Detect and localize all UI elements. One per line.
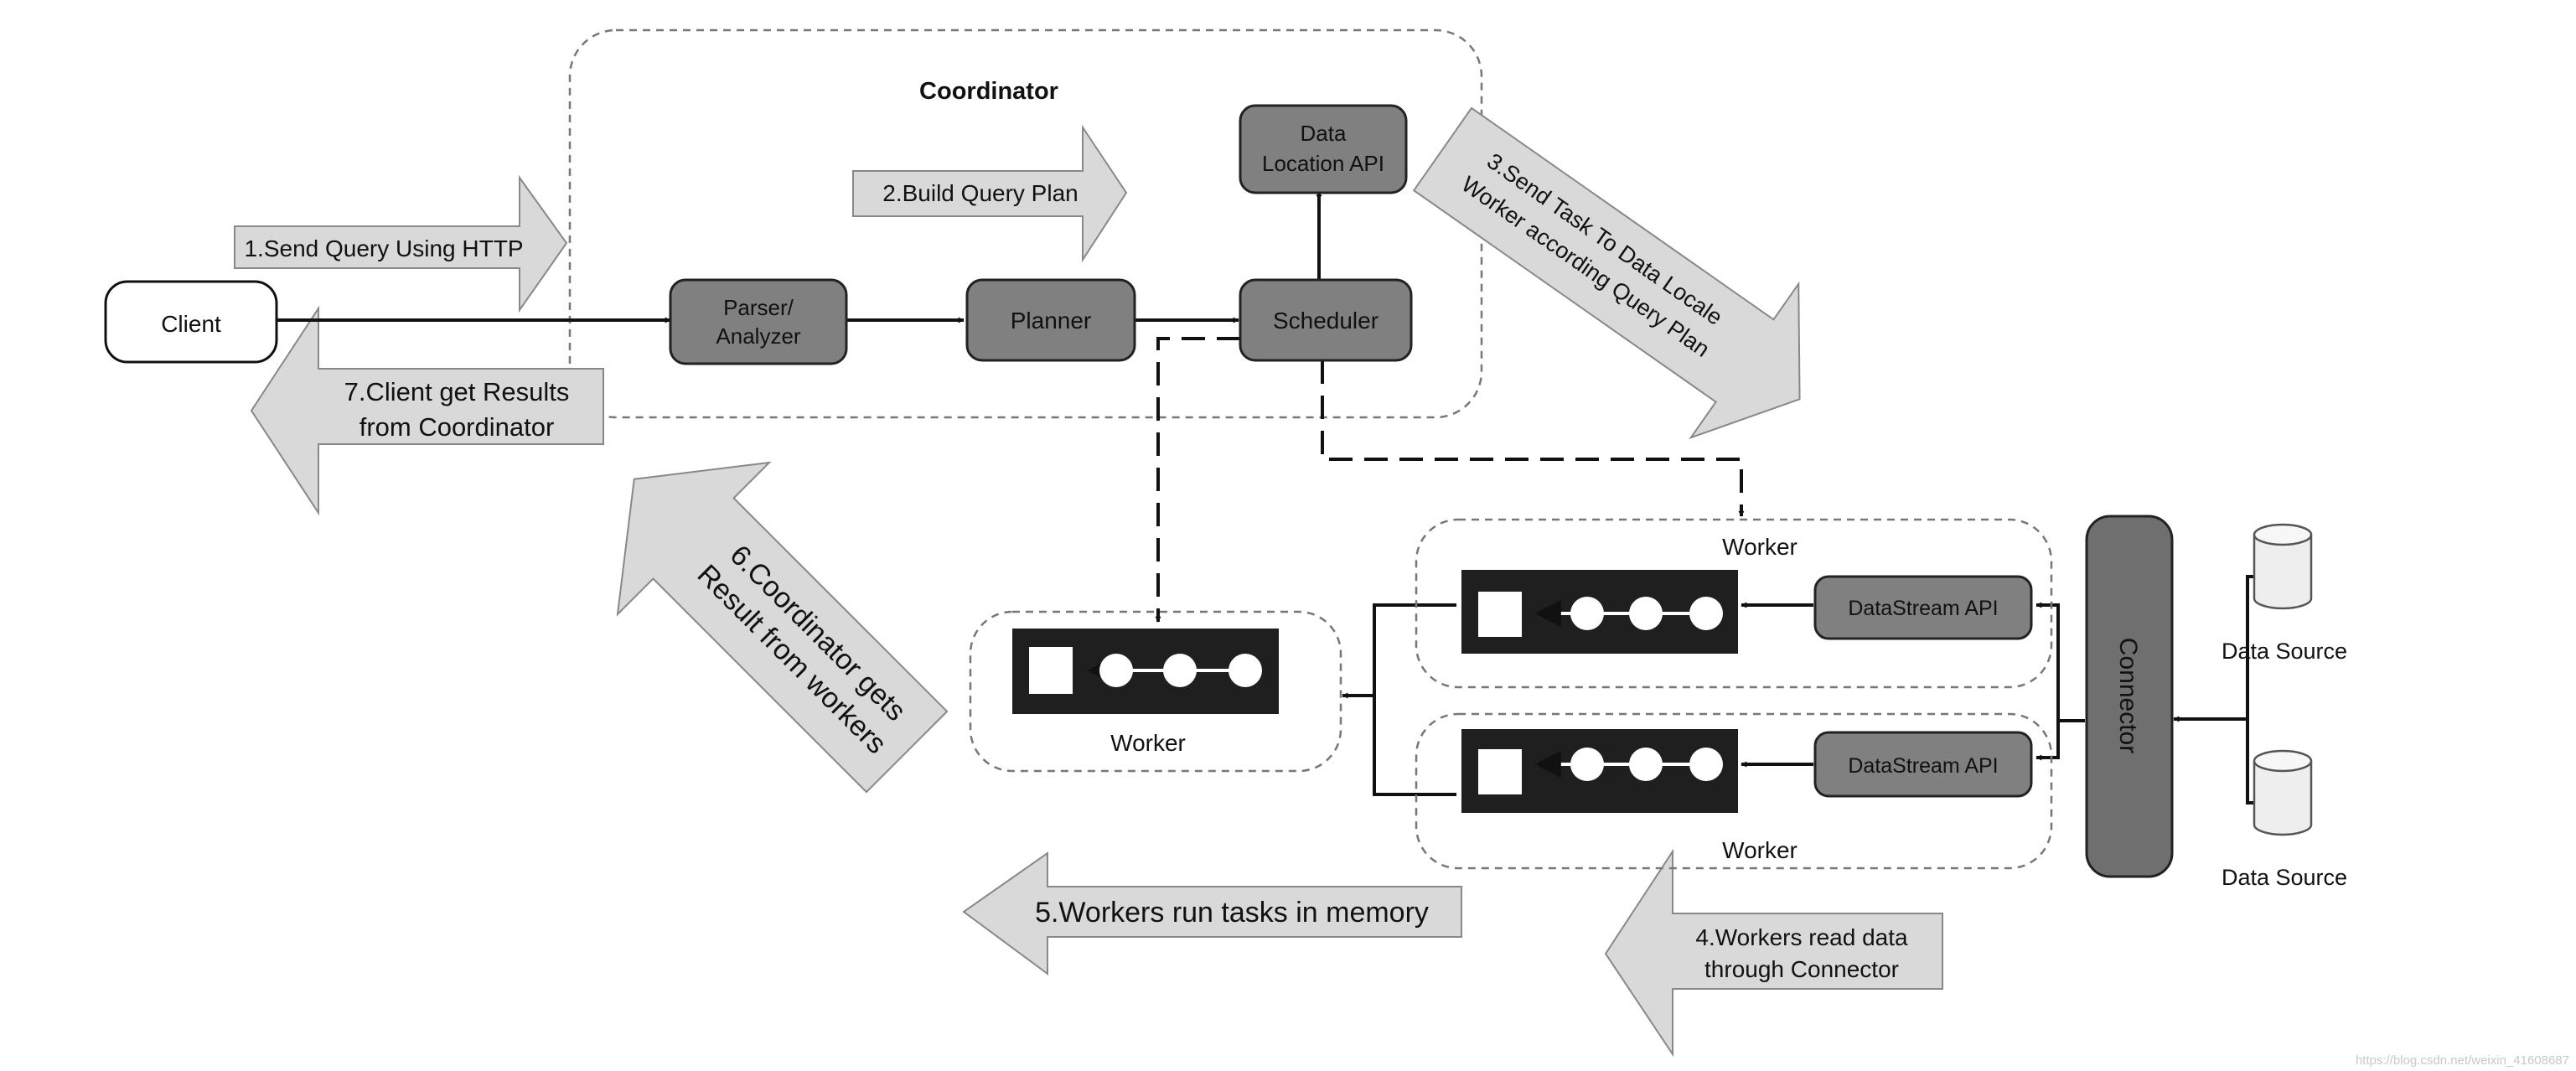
step7-client-results-arrow: 7.Client get Results from Coordinator [250, 305, 604, 516]
remote-worker-1-label: Worker [1722, 534, 1798, 560]
datastream-api-node-2: DataStream API [1813, 731, 2033, 798]
step2-label: 2.Build Query Plan [882, 180, 1078, 206]
connector-node: Connector [2085, 515, 2174, 878]
scheduler-node: Scheduler [1239, 278, 1413, 362]
data-location-label-line1: Data [1301, 121, 1347, 146]
data-location-api-node: Data Location API [1239, 104, 1408, 194]
step5-workers-run-tasks-arrow: 5.Workers run tasks in memory [962, 851, 1462, 975]
coordinator-title: Coordinator [919, 78, 1058, 105]
datastream-api-label-2: DataStream API [1848, 754, 1998, 778]
step2-build-plan-arrow: 2.Build Query Plan [852, 124, 1128, 263]
parser-label-line1: Parser/ [723, 295, 794, 320]
client-node: Client [104, 280, 278, 364]
step5-label: 5.Workers run tasks in memory [1035, 897, 1429, 929]
data-source-2: Data Source [2222, 749, 2347, 890]
step7-label-line1: 7.Client get Results [344, 377, 570, 406]
data-source-1-label: Data Source [2222, 639, 2347, 664]
planner-label: Planner [1011, 308, 1092, 334]
step6-coordinator-gets-result-arrow: 6.Coordinator gets Result from workers [616, 461, 949, 794]
step1-send-query-arrow: 1.Send Query Using HTTP [234, 174, 568, 313]
client-label: Client [161, 311, 221, 337]
remote-worker-2-label: Worker [1722, 837, 1798, 863]
datastream-api-label-1: DataStream API [1848, 597, 1998, 620]
datastream-api-node-1: DataStream API [1813, 575, 2033, 640]
parser-analyzer-node: Parser/ Analyzer [669, 278, 848, 365]
step7-label-line2: from Coordinator [360, 412, 555, 442]
step4-label-line2: through Connector [1704, 956, 1899, 982]
local-worker: Worker [969, 610, 1342, 773]
remote-worker-1: Worker DataStream API [1415, 518, 2053, 689]
parser-label-line2: Analyzer [716, 323, 800, 349]
step3-send-task-arrow: 3.Send Task To Data Locale Worker accord… [1412, 106, 1801, 440]
worker-task-strip [1461, 570, 1738, 654]
worker-task-strip [1012, 629, 1279, 714]
watermark: https://blog.csdn.net/weixin_41608687 [2356, 1053, 2569, 1068]
data-source-1: Data Source [2222, 523, 2347, 664]
step4-workers-read-data-arrow: 4.Workers read data through Connector [1604, 848, 1943, 1058]
remote-worker-2: DataStream API Worker [1415, 712, 2053, 870]
step4-label-line1: 4.Workers read data [1695, 924, 1908, 950]
planner-node: Planner [965, 278, 1136, 362]
database-icon [2253, 749, 2313, 836]
local-worker-label: Worker [1110, 730, 1186, 756]
worker-task-strip [1461, 729, 1738, 813]
data-location-label-line2: Location API [1262, 151, 1384, 176]
data-source-2-label: Data Source [2222, 865, 2347, 890]
step1-label: 1.Send Query Using HTTP [244, 235, 523, 261]
database-icon [2253, 523, 2313, 610]
connector-label: Connector [2114, 638, 2142, 753]
scheduler-label: Scheduler [1273, 308, 1379, 334]
